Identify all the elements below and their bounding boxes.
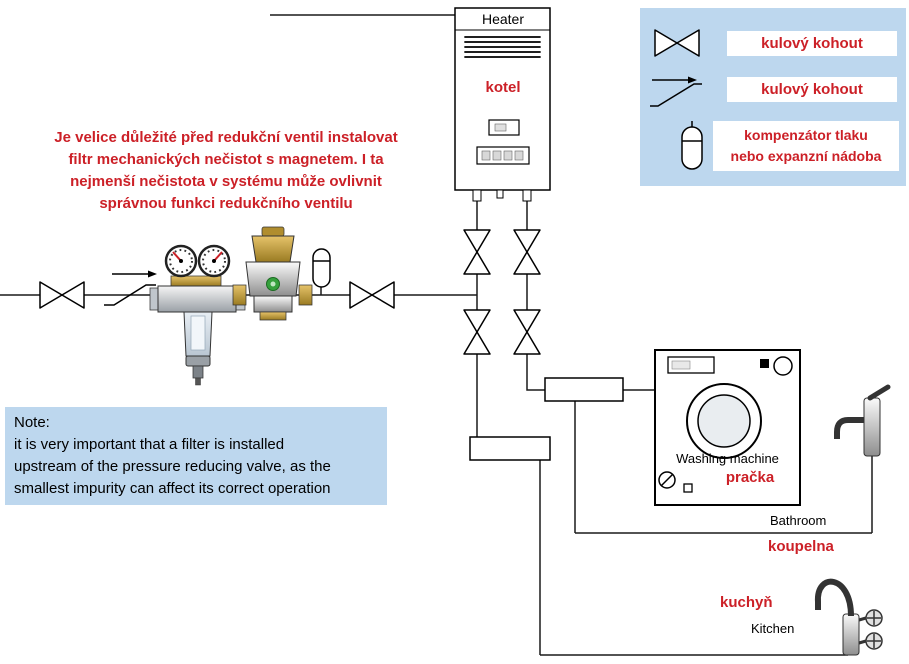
note-title: Note: [14,414,50,431]
warning-line: správnou funkci redukčního ventilu [99,195,353,212]
legend-label-text: kompenzátor tlaku [744,127,868,143]
pressure-gauge-icon [164,244,231,287]
check-valve-icon [650,76,702,107]
note-line: smallest impurity can affect its correct… [14,480,331,497]
washing-machine-label-cz: pračka [725,469,775,486]
ball-valve-icon [463,229,541,355]
bathroom-label-cz: koupelna [768,538,834,555]
filter-icon [149,285,246,386]
note-line: it is very important that a filter is in… [14,436,285,453]
warning-line: nejmenší nečistota v systému může ovlivn… [70,173,382,190]
kitchen-label-en: Kitchen [751,621,795,636]
check-valve-icon [104,270,157,306]
bathroom-label-en: Bathroom [770,513,827,528]
kitchen-faucet-icon [814,578,883,656]
note-box: Note: it is very important that a filter… [5,407,387,505]
washing-machine-label-en: Washing machine [676,451,779,466]
legend-label-ball-valve: kulový kohout [727,31,897,56]
warning-text-cz: Je velice důležité před redukční ventil … [8,127,444,215]
heater-box [454,7,551,202]
pipe-network [0,14,873,656]
kitchen-label-cz: kuchyň [720,594,773,611]
washing-machine [654,349,801,506]
legend-label-text: nebo expanzní nádoba [730,148,882,164]
legend-label-text: kulový kohout [761,35,863,52]
bathroom-faucet-icon [834,384,891,457]
heater-label-cz: kotel [485,79,521,96]
ball-valve-icon [654,29,700,57]
warning-line: Je velice důležité před redukční ventil … [54,129,398,146]
junction-box [469,377,624,461]
expansion-vessel-icon [681,121,703,170]
legend-label-text: kulový kohout [761,81,863,98]
legend-label-expansion-vessel: kompenzátor tlaku nebo expanzní nádoba [713,121,899,171]
expansion-vessel-icon [312,248,331,288]
ball-valve-icon [39,281,85,309]
warning-line: filtr mechanických nečistot s magnetem. … [68,151,384,168]
legend-label-check-valve: kulový kohout [727,77,897,102]
note-line: upstream of the pressure reducing valve,… [14,458,331,475]
heater-title: Heater [481,11,525,27]
pressure-reducing-valve-icon [232,226,313,321]
ball-valve-icon [349,281,395,309]
